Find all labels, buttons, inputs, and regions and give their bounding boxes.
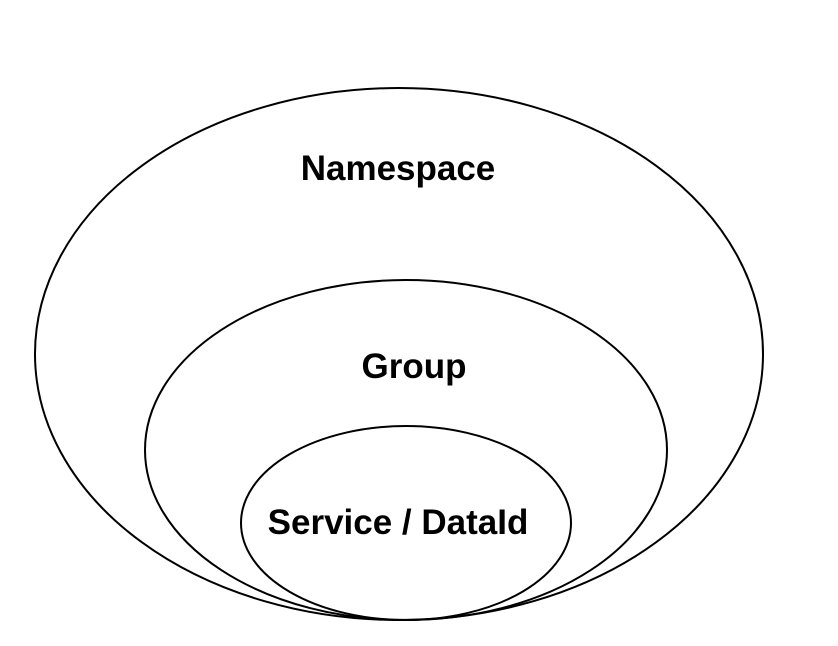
namespace-label: Namespace <box>301 149 496 188</box>
service-dataid-label: Service / DataId <box>268 503 529 542</box>
service-dataid-ellipse <box>240 425 572 621</box>
group-label: Group <box>362 347 467 386</box>
group-ellipse <box>144 279 668 621</box>
